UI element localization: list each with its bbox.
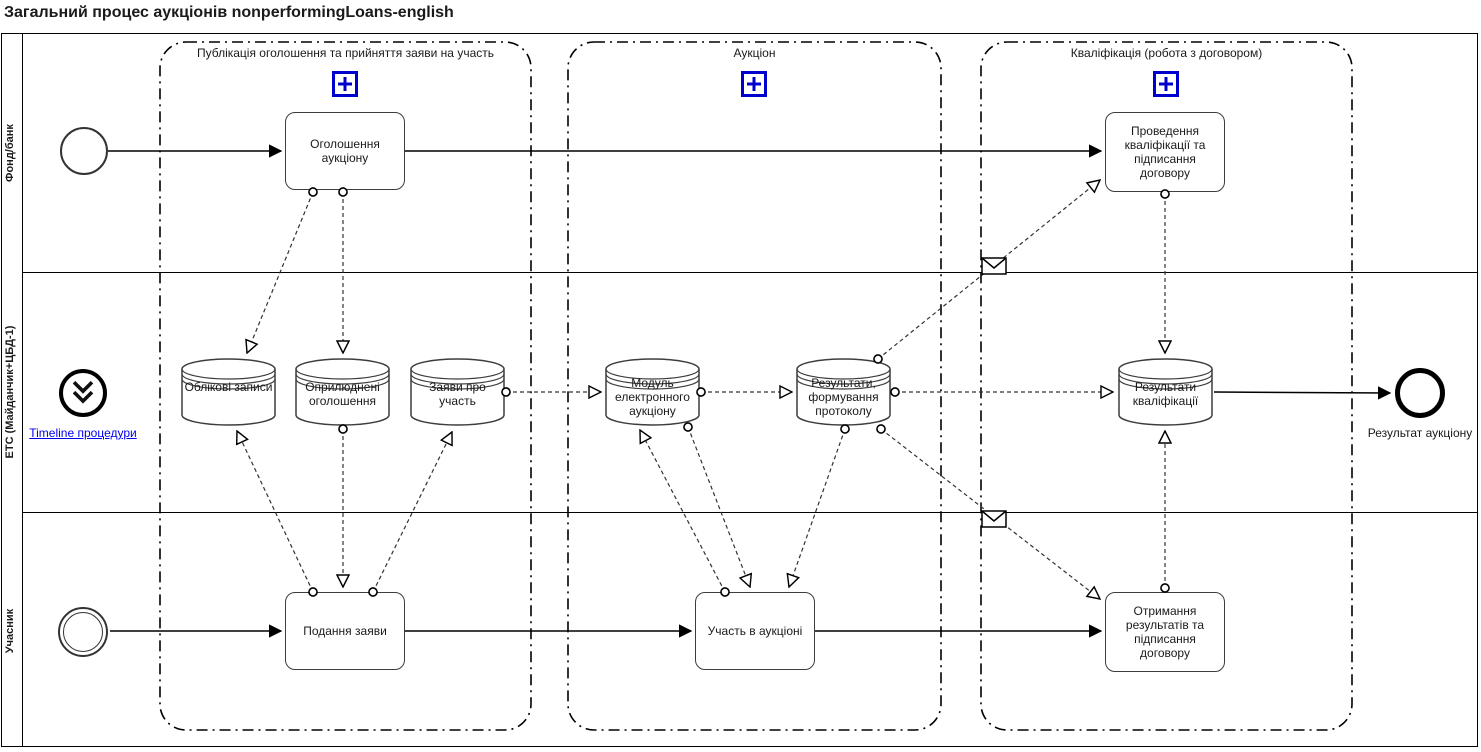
datastore-label: Заяви про участь (429, 380, 486, 408)
datastore-published-announcements[interactable]: Оприлюднені оголошення (295, 358, 390, 426)
lane-label-column (2, 34, 23, 746)
lane-label-ets: ЕТС (Майданчик+ЦБД-1) (4, 325, 16, 459)
double-chevron-down-icon (72, 380, 94, 404)
lane-label-participant: Учасник (4, 608, 16, 654)
expand-plus-icon[interactable] (1153, 71, 1179, 97)
end-event-auction-result[interactable] (1395, 368, 1445, 418)
datastore-shape (1118, 358, 1213, 426)
datastore-shape (295, 358, 390, 426)
datastore-qualification-results[interactable]: Результати кваліфікації (1118, 358, 1213, 426)
datastore-participation-applications[interactable]: Заяви про участь (410, 358, 505, 426)
expand-plus-icon[interactable] (332, 71, 358, 97)
datastore-shape (796, 358, 891, 426)
start-event-inner-ring (63, 612, 103, 652)
group-publication-label: Публікація оголошення та прийняття заяви… (196, 46, 494, 60)
timeline-link-event[interactable] (59, 369, 107, 417)
process-title: Загальний процес аукціонів nonperforming… (4, 4, 454, 21)
datastore-auction-module[interactable]: Модуль електронного аукціону (605, 358, 700, 426)
lane-label-fund-bank: Фонд/банк (4, 124, 16, 182)
task-receive-results[interactable]: Отримання результатів та підписання дого… (1105, 592, 1225, 672)
lane-divider-1 (23, 272, 1477, 273)
end-event-label: Результат аукціону (1367, 426, 1473, 440)
task-announce-auction[interactable]: Оголошення аукціону (285, 112, 405, 190)
lane-divider-2 (23, 512, 1477, 513)
start-event-participant[interactable] (58, 607, 108, 657)
expand-plus-icon[interactable] (741, 71, 767, 97)
datastore-label: Оприлюднені оголошення (305, 380, 380, 408)
datastore-label: Модуль електронного аукціону (615, 376, 690, 418)
timeline-procedures-link[interactable]: Timeline процедури (29, 426, 137, 440)
datastore-results-protocol[interactable]: Результати, формування протоколу (796, 358, 891, 426)
group-auction-label: Аукціон (733, 46, 776, 60)
group-qualification-label: Кваліфікація (робота з договором) (1070, 46, 1263, 60)
datastore-shape (605, 358, 700, 426)
datastore-label: Результати кваліфікації (1132, 380, 1199, 408)
task-qualification-contract[interactable]: Проведення кваліфікації та підписання до… (1105, 112, 1225, 192)
start-event-fund[interactable] (60, 127, 108, 175)
datastore-label: Результати, формування протоколу (808, 376, 879, 418)
datastore-accounts[interactable]: Облікові записи (181, 358, 276, 426)
datastore-label: Облікові записи (184, 380, 273, 394)
datastore-shape (410, 358, 505, 426)
task-submit-application[interactable]: Подання заяви (285, 592, 405, 670)
datastore-shape (181, 358, 276, 426)
task-participate-auction[interactable]: Участь в аукціоні (695, 592, 815, 670)
